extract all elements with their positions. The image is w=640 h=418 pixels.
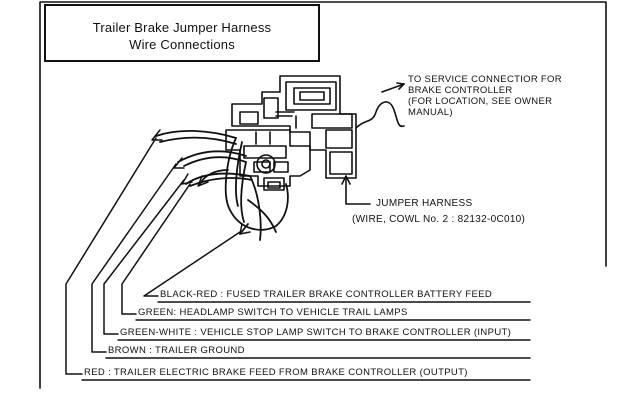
- legend-green: GREEN: HEADLAMP SWITCH TO VEHICLE TRAIL …: [138, 307, 408, 318]
- legend-underlines: [81, 301, 531, 381]
- service-note-line-2: BRAKE CONTROLLER: [408, 85, 513, 96]
- service-note-line-1: TO SERVICE CONNECTIOR FOR: [408, 74, 562, 85]
- title-box: Trailer Brake Jumper Harness Wire Connec…: [44, 4, 320, 62]
- service-note-line-4: MANUAL): [408, 107, 453, 118]
- service-arrow-head: [396, 82, 405, 90]
- service-wire: [355, 101, 405, 129]
- harness-leader: [345, 177, 371, 205]
- title-line-1: Trailer Brake Jumper Harness: [92, 20, 272, 35]
- outer-frame: [39, 1, 607, 389]
- wire-arrowheads: [151, 129, 251, 235]
- service-note: TO SERVICE CONNECTIOR FOR BRAKE CONTROLL…: [408, 74, 562, 118]
- legend-black-red: BLACK-RED : FUSED TRAILER BRAKE CONTROLL…: [160, 289, 493, 300]
- legend-brown: BROWN : TRAILER GROUND: [108, 345, 245, 356]
- service-arrow: [381, 83, 405, 93]
- legend-red: RED : TRAILER ELECTRIC BRAKE FEED FROM B…: [84, 367, 468, 378]
- legend-green-white: GREEN-WHITE : VEHICLE STOP LAMP SWITCH T…: [120, 327, 512, 338]
- legend-leaders: [65, 137, 241, 375]
- title-line-2: Wire Connections: [129, 37, 235, 52]
- harness-leader-arrow: [341, 175, 351, 185]
- jumper-harness-label: JUMPER HARNESS: [376, 198, 473, 209]
- jumper-harness-part: (WIRE, COWL No. 2 : 82132-0C010): [352, 214, 526, 225]
- connector-body: [225, 75, 357, 191]
- harness-wires: [155, 130, 289, 241]
- service-note-line-3: (FOR LOCATION, SEE OWNER: [408, 96, 553, 107]
